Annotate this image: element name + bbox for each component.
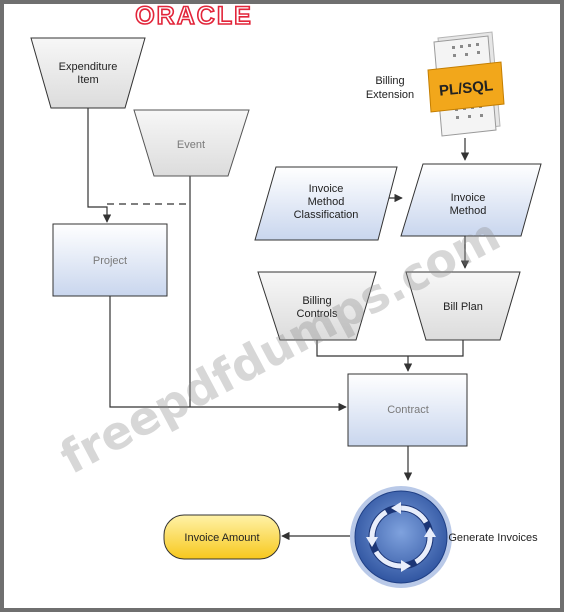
invoice-method-line2: Method [450,205,487,217]
node-billing-extension: PL/SQL Billing Extension [366,31,505,137]
event-label: Event [177,139,205,151]
node-expenditure-item: Expenditure Item [30,37,146,109]
classification-line3: Classification [294,209,359,221]
classification-line2: Method [308,196,345,208]
plsql-label: PL/SQL [438,77,494,100]
node-contract: Contract [347,373,468,447]
plsql-scroll-icon: PL/SQL [427,31,505,137]
node-invoice-amount: Invoice Amount [163,514,281,560]
expenditure-item-line1: Expenditure [59,61,118,73]
billing-extension-line1: Billing [375,75,404,87]
node-generate-invoices: Generate Invoices [350,486,538,588]
edge-controls-merge [316,340,408,357]
bill-plan-label: Bill Plan [443,301,483,313]
billing-flow-diagram: ORACLE Expenditure Item Event [30,4,542,588]
project-label: Project [93,255,127,267]
connectors [87,108,470,541]
node-billing-controls: Billing Controls [257,271,377,341]
oracle-logo: ORACLE [135,4,253,30]
edge-project-to-contract [109,296,347,412]
classification-line1: Invoice [309,183,344,195]
invoice-method-line1: Invoice [451,192,486,204]
node-bill-plan: Bill Plan [405,271,521,341]
node-project: Project [52,223,168,297]
edge-expenditure-to-project [87,108,112,223]
contract-label: Contract [387,404,429,416]
node-invoice-method-classification: Invoice Method Classification [254,166,398,241]
expenditure-item-line2: Item [77,74,98,86]
node-event: Event [133,109,250,177]
generate-invoices-label: Generate Invoices [448,532,538,544]
invoice-amount-label: Invoice Amount [184,532,259,544]
cycle-icon [350,486,452,588]
billing-controls-line2: Controls [297,308,338,320]
edge-billplan-merge [408,340,464,357]
node-invoice-method: Invoice Method [400,163,542,237]
billing-extension-line2: Extension [366,89,414,101]
diagram-canvas: ORACLE Expenditure Item Event [4,4,560,608]
billing-controls-line1: Billing [302,295,331,307]
